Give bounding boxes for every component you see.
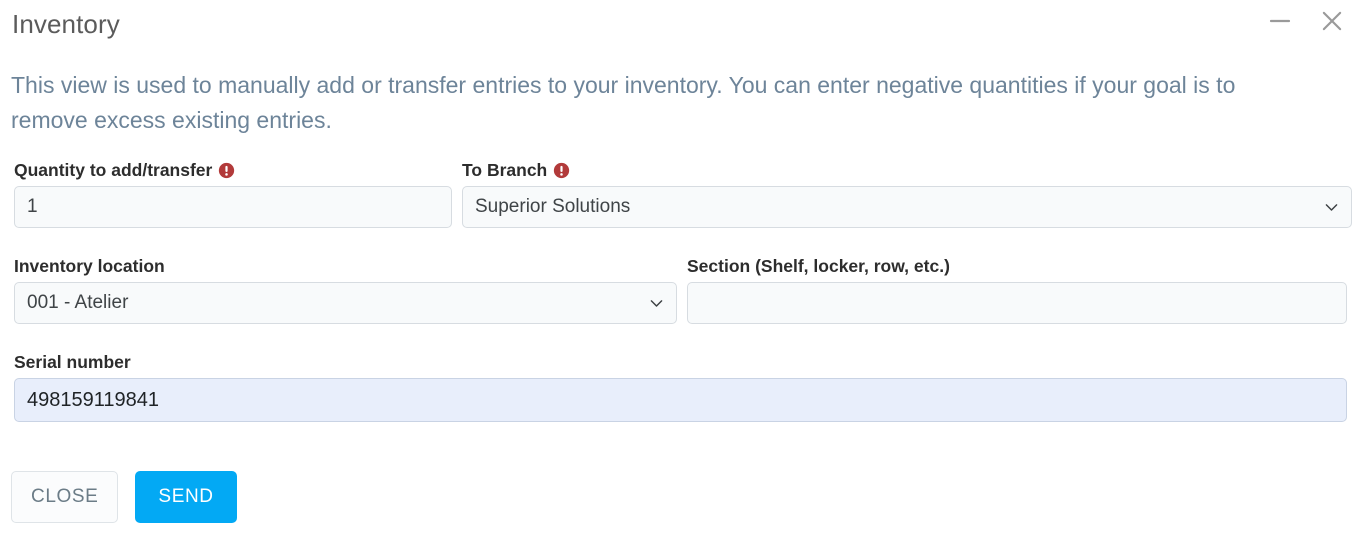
dialog-titlebar: Inventory	[0, 0, 1361, 54]
required-icon	[218, 162, 235, 179]
dialog-description: This view is used to manually add or tra…	[11, 72, 1236, 133]
field-quantity: Quantity to add/transfer	[14, 160, 452, 228]
field-branch: To Branch	[462, 160, 1352, 228]
label-branch: To Branch	[462, 160, 1352, 180]
field-inventory-location: Inventory location	[14, 256, 677, 324]
close-button-action[interactable]: CLOSE	[11, 471, 119, 523]
required-icon	[553, 162, 570, 179]
branch-select-wrapper	[462, 186, 1352, 228]
label-inventory-location: Inventory location	[14, 256, 677, 276]
label-quantity-text: Quantity to add/transfer	[14, 160, 213, 180]
send-button[interactable]: SEND	[135, 471, 237, 523]
label-branch-text: To Branch	[462, 160, 548, 180]
dialog-actions: CLOSE SEND	[11, 471, 237, 523]
label-quantity: Quantity to add/transfer	[14, 160, 452, 180]
label-serial-number-text: Serial number	[14, 352, 131, 372]
label-section: Section (Shelf, locker, row, etc.)	[687, 256, 1347, 276]
field-serial-number: Serial number	[14, 352, 1347, 422]
page-title: Inventory	[12, 9, 120, 39]
window-controls	[1265, 6, 1347, 36]
minimize-icon	[1268, 9, 1292, 33]
close-icon	[1319, 8, 1345, 34]
section-input[interactable]	[687, 282, 1347, 324]
branch-select[interactable]	[462, 186, 1352, 228]
label-inventory-location-text: Inventory location	[14, 256, 165, 276]
close-button[interactable]	[1317, 6, 1347, 36]
label-serial-number: Serial number	[14, 352, 1347, 372]
serial-number-input[interactable]	[14, 378, 1347, 422]
inventory-location-select[interactable]	[14, 282, 677, 324]
label-section-text: Section (Shelf, locker, row, etc.)	[687, 256, 950, 276]
minimize-button[interactable]	[1265, 6, 1295, 36]
field-section: Section (Shelf, locker, row, etc.)	[687, 256, 1347, 324]
location-select-wrapper	[14, 282, 677, 324]
quantity-input[interactable]	[14, 186, 452, 228]
